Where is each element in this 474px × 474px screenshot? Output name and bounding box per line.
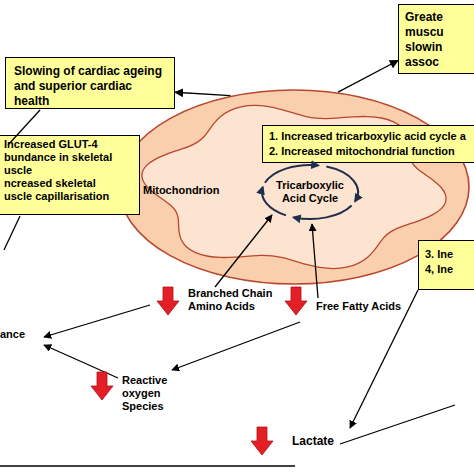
leader-arrow (44, 345, 118, 378)
box-text: Increased GLUT-4 bundance in skeletal us… (4, 138, 120, 177)
metabolite-label: Branched Chain Amino Acids (188, 287, 278, 313)
decrease-arrow (91, 372, 113, 400)
box-text: Greate muscu slowin assoc (405, 10, 455, 70)
mechanism-box: 1. Increased tricarboxylic acid cycle a2… (262, 125, 474, 163)
leader-arrow (172, 322, 300, 370)
box-text: 4, Ine (425, 262, 474, 277)
cycle-arc (265, 165, 318, 183)
box-text: 1. Increased tricarboxylic acid cycle a (269, 129, 474, 144)
leader-line (0, 465, 295, 466)
decrease-arrows (91, 287, 307, 455)
leader-line (340, 405, 455, 444)
metabolite-label: Reactive oxygen Species (122, 374, 174, 413)
arrow-connector (338, 61, 398, 93)
leader-arrow (312, 224, 318, 298)
mechanism-box: Increased GLUT-4 bundance in skeletal us… (0, 135, 140, 215)
leader-line (4, 216, 20, 250)
cycle-arc (262, 187, 286, 215)
outcome-box: Greate muscu slowin assoc (398, 4, 474, 74)
box-text: ncreased skeletal uscle capillarisation (4, 177, 120, 203)
cycle-arc (326, 167, 358, 202)
cycle-arrows (262, 165, 358, 219)
outcome-label: ance (0, 328, 25, 341)
leader-arrows (0, 110, 455, 466)
leader-arrow (44, 305, 150, 337)
organelle-label: Mitochondrion (143, 184, 219, 197)
metabolite-label: Free Fatty Acids (316, 300, 401, 313)
decrease-arrow (251, 427, 273, 455)
decrease-arrow (157, 287, 179, 315)
leader-arrow (350, 290, 418, 428)
decrease-arrow (285, 287, 307, 315)
leader-line (8, 110, 40, 145)
outer-membrane (119, 90, 469, 284)
box-text: 2. Increased mitochondrial function (269, 144, 474, 159)
metabolite-label: Lactate (292, 434, 334, 448)
leader-arrow (215, 215, 272, 287)
cycle-label: Tricarboxylic Acid Cycle (270, 179, 350, 205)
arrow-connector (175, 92, 230, 95)
box-text: Slowing of cardiac ageing and superior c… (14, 64, 164, 109)
box-text: 3. Ine (425, 247, 474, 262)
outcome-box: Slowing of cardiac ageing and superior c… (5, 57, 175, 109)
mechanism-box: 3. Ine4, Ine (418, 240, 474, 290)
cycle-arc (294, 206, 352, 220)
